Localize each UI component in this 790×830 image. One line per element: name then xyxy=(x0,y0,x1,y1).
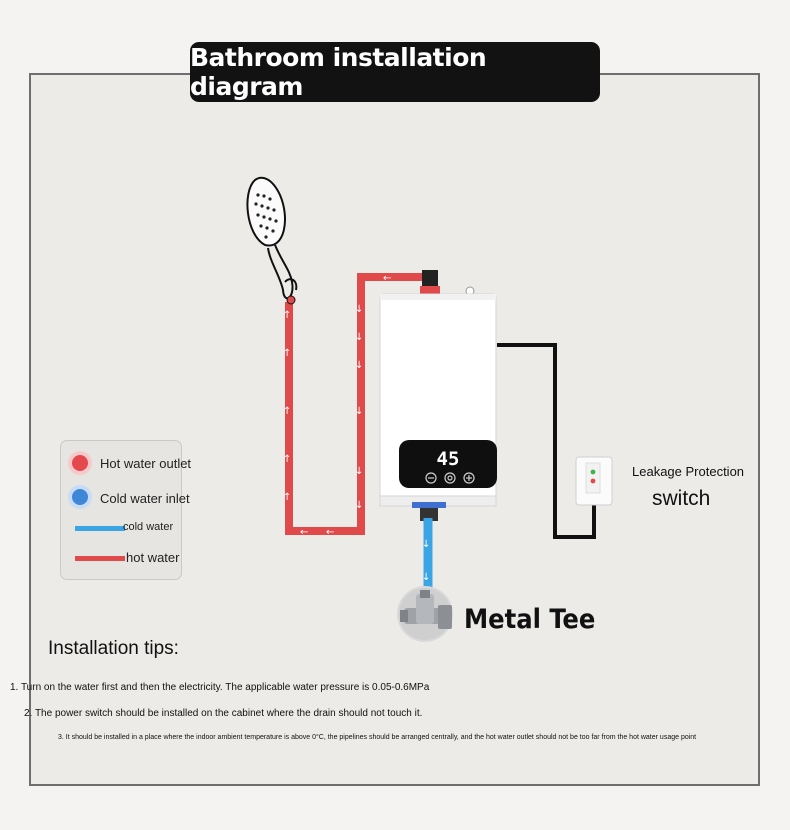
legend-cold-inlet: Cold water inlet xyxy=(100,491,190,506)
power-wire xyxy=(497,343,596,539)
svg-text:←: ← xyxy=(300,527,308,538)
metal-tee-icon xyxy=(397,586,453,642)
hot-water-bar-icon xyxy=(75,556,125,561)
svg-text:↓: ↓ xyxy=(355,332,363,343)
svg-text:↓: ↓ xyxy=(355,360,363,371)
tips-title: Installation tips: xyxy=(48,638,179,659)
tip-item: 1. Turn on the water first and then the … xyxy=(10,682,430,693)
legend-hot-water: hot water xyxy=(126,550,180,565)
svg-text:↑: ↑ xyxy=(283,310,291,321)
svg-text:↓: ↓ xyxy=(355,466,363,477)
svg-text:↓: ↓ xyxy=(422,572,430,583)
tip-item: 3. It should be installed in a place whe… xyxy=(58,734,697,741)
svg-text:↑: ↑ xyxy=(283,406,291,417)
leakage-switch-icon xyxy=(575,456,613,506)
svg-text:↓: ↓ xyxy=(355,500,363,511)
svg-text:↓: ↓ xyxy=(355,406,363,417)
legend-hot-outlet: Hot water outlet xyxy=(100,456,192,471)
svg-text:↑: ↑ xyxy=(283,492,291,503)
svg-text:↓: ↓ xyxy=(355,304,363,315)
water-heater-icon xyxy=(379,293,497,508)
legend-cold-water: cold water xyxy=(123,521,174,533)
legend: Hot water outlet Cold water inlet cold w… xyxy=(60,440,191,580)
cold-water-pipe: ↓ ↓ xyxy=(420,505,438,590)
tip-item: 2. The power switch should be installed … xyxy=(24,708,423,719)
shower-head-icon xyxy=(246,176,298,305)
cold-dot-icon xyxy=(72,489,88,505)
svg-text:↑: ↑ xyxy=(283,348,291,359)
leakage-label-line1: Leakage Protection xyxy=(632,464,745,479)
svg-text:←: ← xyxy=(326,527,334,538)
leakage-label-line2: switch xyxy=(652,487,711,510)
hot-flow-arrows: ↑ ↑ ↑ ↑ ↑ ← ← ↓ ↓ ↓ ↓ ↓ ↓ ← xyxy=(283,273,391,538)
metal-tee-label: Metal Tee xyxy=(464,604,596,635)
svg-text:↓: ↓ xyxy=(422,539,430,550)
svg-text:←: ← xyxy=(383,273,391,284)
cold-water-bar-icon xyxy=(75,526,125,531)
svg-text:↑: ↑ xyxy=(283,454,291,465)
hot-water-pipe: ↑ ↑ ↑ ↑ ↑ ← ← ↓ ↓ ↓ ↓ ↓ ↓ ← xyxy=(283,273,430,538)
page-title: Bathroom installation diagram xyxy=(190,42,600,102)
heater-buttons xyxy=(425,472,475,484)
hot-dot-icon xyxy=(72,455,88,471)
heater-control-panel xyxy=(399,440,497,488)
heater-display-value: 45 xyxy=(436,448,460,470)
